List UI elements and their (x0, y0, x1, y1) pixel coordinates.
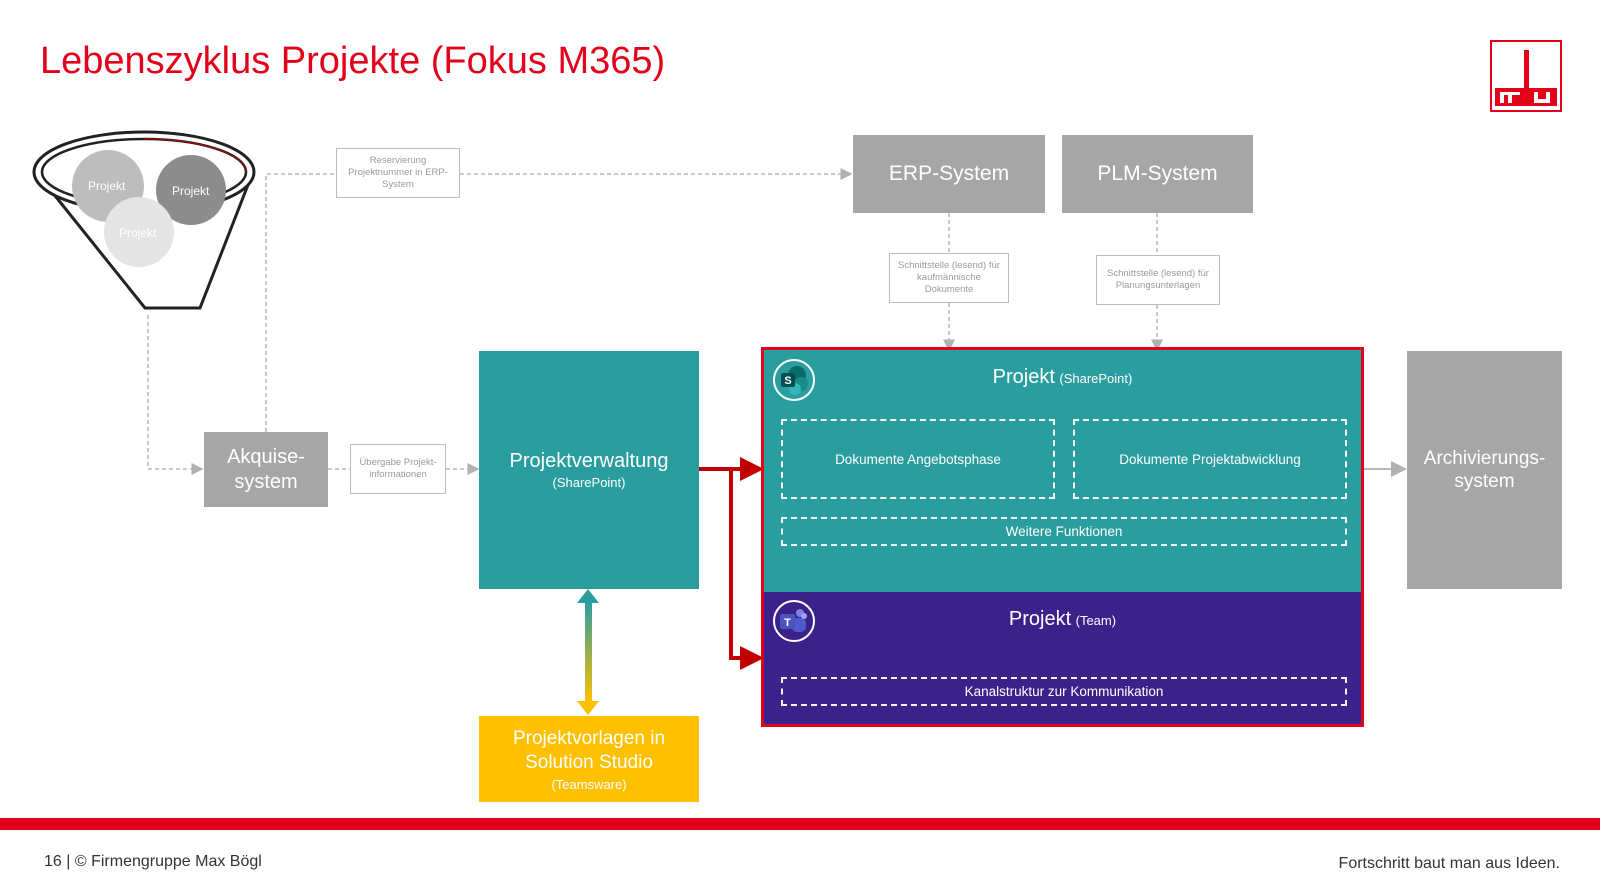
projektvorlagen-box: Projektvorlagen in Solution Studio (Team… (479, 716, 699, 802)
team-project-area: T Projekt (Team) Kanalstruktur zur Kommu… (764, 592, 1361, 724)
funnel-project-label: Projekt (119, 226, 157, 240)
sharepoint-icon-letter: S (784, 375, 791, 387)
sharepoint-project-subtitle: (SharePoint) (1059, 371, 1133, 386)
note-uebergabe: Übergabe Projekt-informationen (350, 444, 446, 494)
team-project-subtitle: (Team) (1075, 613, 1117, 628)
projektverwaltung-box: Projektverwaltung (SharePoint) (479, 351, 699, 589)
footer-slogan: Fortschritt baut man aus Ideen. (1338, 855, 1560, 872)
plm-system-box: PLM-System (1062, 135, 1253, 213)
weitere-funktionen-box: Weitere Funktionen (781, 517, 1347, 546)
note-reservierung: Reservierung Projektnummer in ERP-System (336, 148, 460, 198)
projektvorlagen-subtitle: (Teamsware) (551, 776, 627, 792)
akquise-system-box: Akquise-system (204, 432, 328, 507)
team-project-header: Projekt (Team) (764, 608, 1361, 631)
sharepoint-project-header: Projekt (SharePoint) (764, 366, 1361, 389)
funnel-project-label: Projekt (172, 184, 210, 198)
sync-arrow (577, 589, 599, 715)
dokumente-angebotsphase-box: Dokumente Angebotsphase (781, 419, 1055, 499)
note-schnittstelle-erp: Schnittstelle (lesend) für kaufmännische… (889, 253, 1009, 303)
page-title: Lebenszyklus Projekte (Fokus M365) (40, 40, 666, 82)
footer-copyright: 16 | © Firmengruppe Max Bögl (44, 853, 262, 870)
projektvorlagen-title: Projektvorlagen in Solution Studio (512, 727, 666, 773)
projektverwaltung-subtitle: (SharePoint) (552, 475, 626, 490)
funnel-project-label: Projekt (88, 179, 126, 193)
note-schnittstelle-plm: Schnittstelle (lesend) für Planungsunter… (1096, 255, 1220, 305)
footer-bar (0, 818, 1600, 830)
archivierung-system-box: Archivierungs-system (1407, 351, 1562, 589)
funnel-icon (32, 130, 256, 310)
kanalstruktur-box: Kanalstruktur zur Kommunikation (781, 677, 1347, 706)
team-project-title: Projekt (1008, 608, 1072, 630)
dokumente-projektabwicklung-box: Dokumente Projektabwicklung (1073, 419, 1347, 499)
erp-system-box: ERP-System (853, 135, 1045, 213)
sharepoint-project-title: Projekt (992, 366, 1055, 388)
sharepoint-project-area: S Projekt (SharePoint) Dokumente Angebot… (764, 350, 1361, 592)
company-logo (1490, 40, 1562, 112)
m365-project-container: S Projekt (SharePoint) Dokumente Angebot… (761, 347, 1364, 727)
projektverwaltung-title: Projektverwaltung (509, 450, 669, 472)
teams-icon: T (773, 600, 815, 642)
teams-icon-letter: T (784, 617, 791, 629)
sharepoint-icon: S (773, 359, 815, 401)
